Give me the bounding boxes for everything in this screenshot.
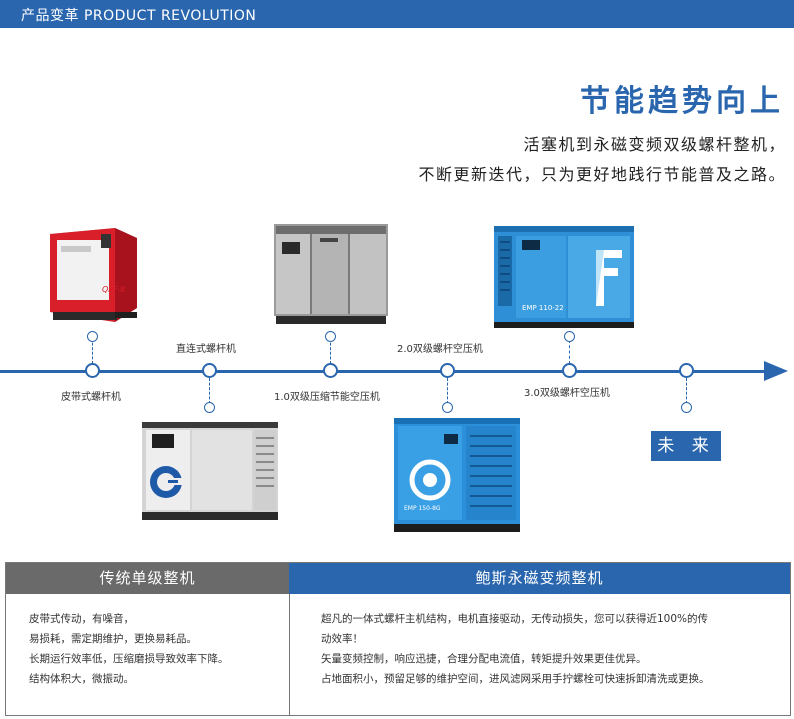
future-badge: 未 来 [651,431,721,461]
connector [330,338,331,364]
timeline-node-small [442,402,453,413]
list-item: 占地面积小，预留足够的维护空间，进风滤网采用手拧螺栓可快速拆卸清洗或更换。 [321,673,710,685]
baosi-feature-list: 超凡的一体式螺杆主机结构，电机直接驱动，无传动损失，您可以获得近100%的传 动… [321,609,776,689]
subline-2: 不断更新迭代，只为更好地践行节能普及之路。 [418,165,786,184]
timeline-node [679,363,694,378]
timeline-node [85,363,100,378]
comparison-table: 传统单级整机 鲍斯永磁变频整机 皮带式传动，有噪音， 易损耗，需定期维护，更换易… [5,562,791,716]
list-item: 易损耗，需定期维护，更换易耗品。 [29,633,197,645]
list-item: 矢量变频控制，响应迅捷，合理分配电流值，转矩提升效果更佳优异。 [321,653,647,665]
connector [686,378,687,404]
connector [92,338,93,364]
list-item: 超凡的一体式螺杆主机结构，电机直接驱动，无传动损失，您可以获得近100%的传 [321,613,709,625]
stage-label-v1: 1.0双级压缩节能空压机 [274,392,380,403]
timeline-node-small [325,331,336,342]
machine-image-two-stage-2: EMP 150-8G [392,414,522,538]
machine-badge: QPF-8 [102,285,125,294]
machine-image-direct [140,420,280,526]
machine-label: EMP 110-22 [522,304,564,312]
stage-label-belt: 皮带式螺杆机 [61,392,121,403]
headline: 节能趋势向上 [580,84,784,119]
list-item: 皮带式传动，有噪音， [29,613,134,625]
timeline-node-small [87,331,98,342]
timeline-node-small [681,402,692,413]
machine-image-two-stage-3: EMP 110-22 [492,222,636,334]
timeline-node [323,363,338,378]
list-item: 结构体积大，微振动。 [29,673,134,685]
connector [569,340,570,364]
timeline-node [562,363,577,378]
stage-label-v3: 3.0双级螺杆空压机 [524,388,610,399]
subline-1: 活塞机到永磁变频双级螺杆整机， [523,135,786,154]
table-divider [289,594,290,715]
connector [209,378,210,404]
timeline-node [440,363,455,378]
list-item: 长期运行效率低，压缩磨损导致效率下降。 [29,653,229,665]
timeline-line [0,370,772,373]
comparison-header-traditional: 传统单级整机 [6,563,289,594]
timeline-node-small [204,402,215,413]
list-item: 动效率！ [321,633,363,645]
comparison-header-baosi: 鲍斯永磁变频整机 [289,563,790,594]
header-title: 产品变革 PRODUCT REVOLUTION [21,8,257,24]
machine-image-two-stage-1 [272,222,390,332]
header-bar: 产品变革 PRODUCT REVOLUTION [0,0,794,28]
stage-label-direct: 直连式螺杆机 [176,344,236,355]
machine-image-belt: QPF-8 [45,226,140,332]
connector [447,378,448,404]
timeline-node-small [564,331,575,342]
timeline-arrow-icon [764,361,788,381]
stage-label-v2: 2.0双级螺杆空压机 [397,344,483,355]
machine-label: EMP 150-8G [404,505,441,512]
traditional-feature-list: 皮带式传动，有噪音， 易损耗，需定期维护，更换易耗品。 长期运行效率低，压缩磨损… [29,609,279,689]
timeline-node [202,363,217,378]
